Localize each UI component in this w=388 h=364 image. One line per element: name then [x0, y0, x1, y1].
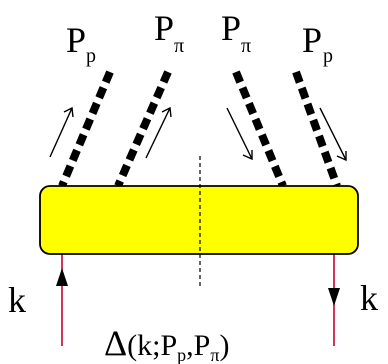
- label-main: P: [302, 20, 322, 60]
- label-sub: π: [174, 35, 184, 57]
- label-sub: p: [323, 45, 333, 67]
- label-sub: p: [86, 45, 96, 67]
- label-k-left: k: [8, 280, 26, 320]
- dashed-leg-proton-left: [58, 70, 114, 188]
- formula-sub-proton: p: [177, 345, 186, 364]
- formula-mid: ,P: [186, 329, 210, 362]
- arrow-up-icon: [56, 268, 68, 286]
- formula-close: ): [219, 329, 229, 362]
- dashed-leg-pion-right: [232, 70, 287, 188]
- momentum-arrow-incoming-right: [319, 107, 347, 162]
- amplitude-formula: Δ(k;Pp,Pπ): [104, 323, 229, 364]
- label-p-pion-left: P π: [154, 8, 184, 57]
- formula-open: (k;P: [127, 329, 177, 362]
- momentum-arrow-incoming-mid: [226, 107, 253, 161]
- arrow-down-icon: [328, 288, 340, 306]
- momentum-arrow-outgoing-left: [49, 106, 74, 158]
- label-main: P: [66, 20, 86, 60]
- delta-symbol: Δ: [104, 323, 127, 363]
- label-p-proton-left: P p: [66, 20, 96, 67]
- amplitude-blob: [39, 185, 359, 255]
- dashed-leg-proton-right: [292, 70, 341, 188]
- label-p-proton-right: P p: [302, 20, 333, 67]
- label-main: P: [221, 8, 241, 48]
- label-main: P: [154, 8, 174, 48]
- label-sub: π: [241, 35, 251, 57]
- formula-sub-pion: π: [210, 345, 219, 364]
- dashed-leg-pion-left: [114, 70, 172, 188]
- label-p-pion-right: P π: [221, 8, 251, 57]
- momentum-arrow-outgoing-mid: [145, 106, 172, 159]
- label-k-right: k: [360, 278, 378, 318]
